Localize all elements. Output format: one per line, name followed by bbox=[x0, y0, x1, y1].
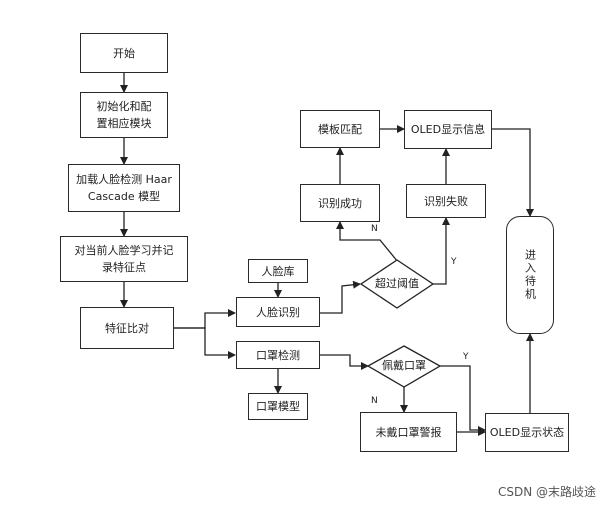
mask-detect-node: 口罩检测 bbox=[236, 341, 320, 369]
template-match-node: 模板匹配 bbox=[300, 110, 380, 148]
rec-success-node: 识别成功 bbox=[300, 184, 380, 222]
face-db-node: 人脸库 bbox=[248, 259, 308, 283]
standby-node: 进入待机 bbox=[506, 216, 554, 334]
arrow-threshold-recfail bbox=[433, 217, 450, 285]
load-line1: 加载人脸检测 Haar bbox=[76, 173, 172, 186]
arrow-maskdet-wearmask bbox=[320, 354, 369, 370]
oled-status-node: OLED显示状态 bbox=[485, 413, 569, 452]
watermark: CSDN @末路歧途 bbox=[497, 485, 596, 499]
learn-line2: 录特征点 bbox=[102, 261, 146, 274]
arrow-facerec-threshold bbox=[320, 280, 361, 314]
learn-line1: 对当前人脸学习并记 bbox=[74, 244, 174, 257]
load-model-node: 加载人脸检测 Haar Cascade 模型 bbox=[68, 164, 180, 212]
mask-model-node: 口罩模型 bbox=[248, 393, 308, 420]
wear-mask-diamond bbox=[366, 345, 442, 388]
rec-fail-node: 识别失败 bbox=[406, 184, 486, 218]
compare-node: 特征比对 bbox=[80, 307, 174, 349]
load-line2: Cascade 模型 bbox=[87, 190, 161, 203]
arrow-compare-maskdet bbox=[174, 327, 236, 359]
threshold-diamond bbox=[359, 259, 435, 309]
arrow-oledinfo-standby bbox=[492, 128, 534, 217]
init-line2: 置相应模块 bbox=[96, 117, 152, 130]
no-mask-alarm-node: 未戴口罩警报 bbox=[360, 412, 457, 452]
arrow-wearmask-oledstatus bbox=[440, 365, 486, 434]
init-line1: 初始化和配 bbox=[96, 100, 152, 113]
flag-n-threshold: N bbox=[371, 224, 378, 234]
arrow-compare-facerec bbox=[174, 309, 236, 329]
flag-y-wearmask: Y bbox=[463, 352, 469, 362]
wear-mask-label: 佩戴口罩 bbox=[382, 359, 426, 372]
init-node: 初始化和配 置相应模块 bbox=[80, 92, 168, 138]
flag-y-threshold: Y bbox=[451, 257, 457, 267]
learn-features-node: 对当前人脸学习并记 录特征点 bbox=[60, 236, 188, 282]
threshold-label: 超过阈值 bbox=[375, 277, 419, 290]
oled-info-node: OLED显示信息 bbox=[404, 110, 492, 149]
start-node: 开始 bbox=[80, 33, 168, 73]
arrow-threshold-recok bbox=[336, 221, 399, 263]
flag-n-wearmask: N bbox=[371, 396, 378, 406]
face-rec-node: 人脸识别 bbox=[236, 297, 320, 327]
